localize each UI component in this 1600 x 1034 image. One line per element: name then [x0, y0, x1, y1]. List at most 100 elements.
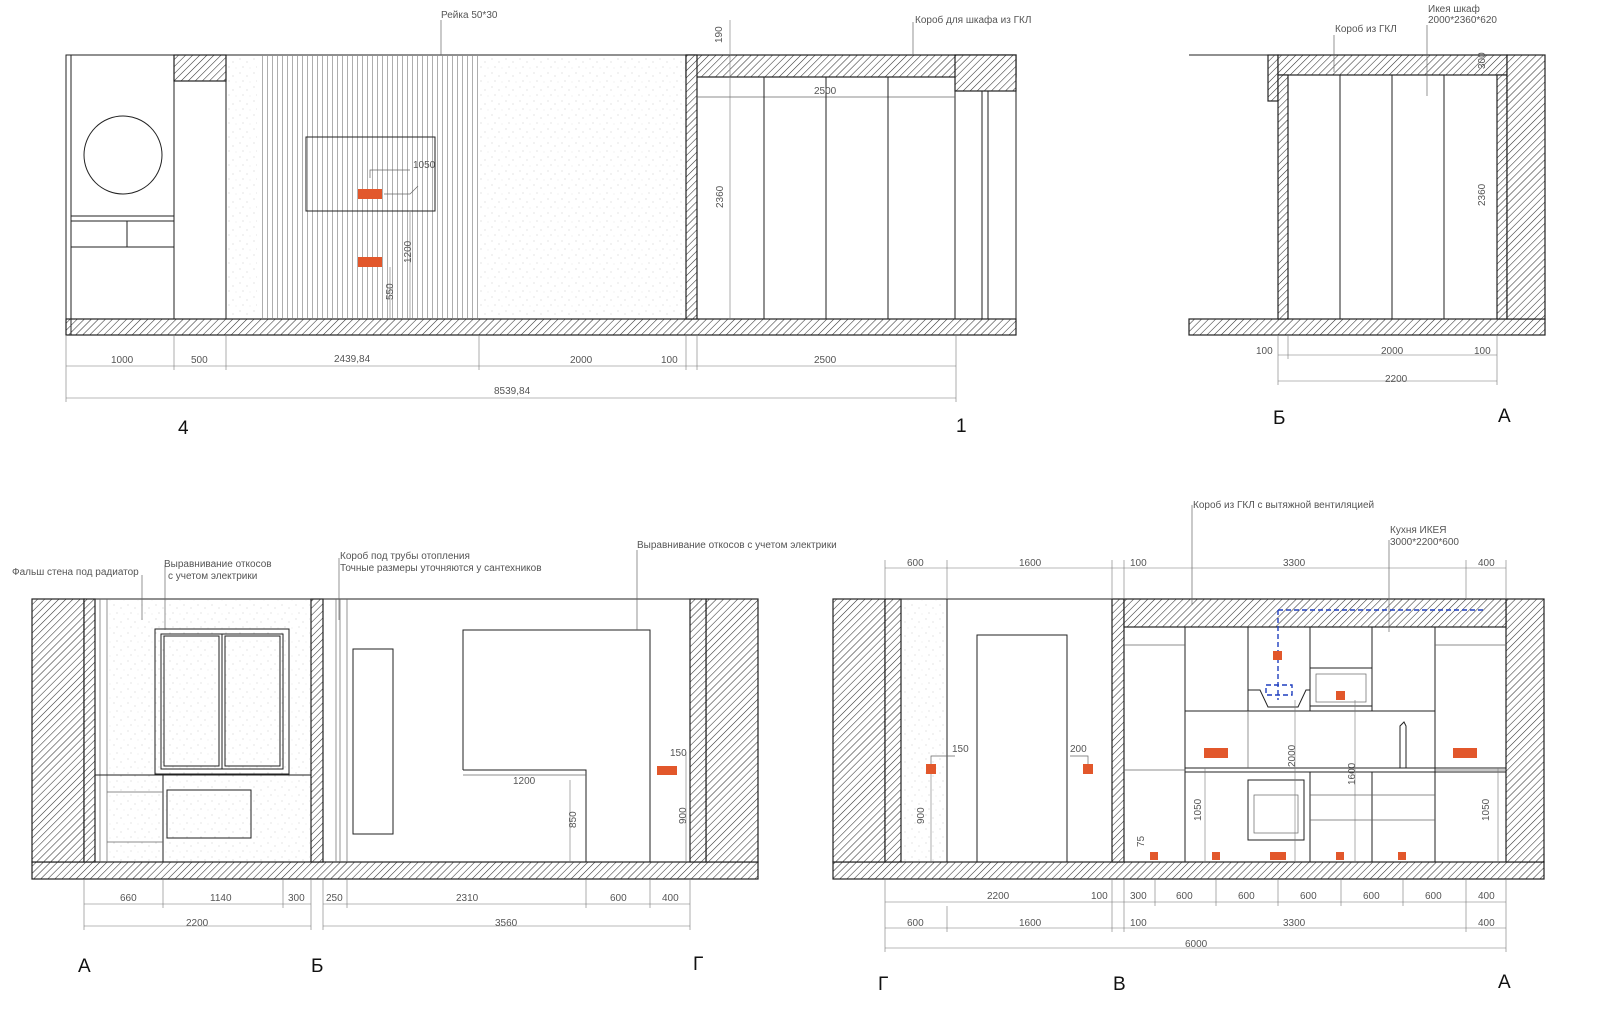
dim-2200: 2200	[987, 891, 1010, 902]
tv-screen	[305, 136, 436, 212]
note-ikea-size: 2000*2360*620	[1428, 15, 1497, 26]
vanity-drawers	[70, 220, 175, 248]
wood-slat-panel	[258, 56, 478, 318]
dim-900: 900	[678, 807, 689, 824]
note-align-2: с учетом электрики	[168, 571, 257, 582]
dim-1050: 1050	[413, 160, 436, 171]
dim-100-left: 100	[1256, 346, 1273, 357]
socket-floor	[1398, 852, 1406, 860]
range-hood	[1248, 689, 1310, 708]
window	[154, 628, 290, 775]
socket-counter-right	[1453, 748, 1477, 758]
dim-top-600: 600	[907, 558, 924, 569]
plaster-strip	[227, 56, 257, 318]
dim-1050-left: 1050	[1193, 798, 1204, 821]
dim-chain-400: 400	[1478, 918, 1495, 929]
dim-400: 400	[1478, 891, 1495, 902]
socket-floor	[1212, 852, 1220, 860]
microwave	[1309, 667, 1373, 707]
dim-600: 600	[610, 893, 627, 904]
note-kitchen: Кухня ИКЕЯ	[1390, 525, 1446, 536]
elevation-bottom-right: Короб из ГКЛ с вытяжной вентиляцией Кухн…	[832, 499, 1545, 995]
dim-600-2: 600	[1238, 891, 1255, 902]
dim-2500: 2500	[814, 355, 837, 366]
dim-1600: 1600	[1347, 762, 1358, 785]
socket-hood	[1273, 651, 1282, 660]
note-gkl-box: Короб из ГКЛ	[1335, 23, 1397, 35]
dim-2360: 2360	[715, 185, 726, 208]
section-mark-b: Б	[1273, 408, 1285, 429]
section-mark-a: А	[1498, 406, 1511, 427]
door	[976, 634, 1068, 863]
dim-chain-600: 600	[907, 918, 924, 929]
note-false-wall: Фальш стена под радиатор	[12, 567, 139, 578]
dim-600-5: 600	[1425, 891, 1442, 902]
section-mark-a: А	[78, 956, 91, 977]
dim-75: 75	[1136, 835, 1147, 847]
gkl-vent-box	[1123, 598, 1507, 628]
dim-1000: 1000	[111, 355, 134, 366]
socket-floor	[1270, 852, 1286, 860]
dim-300: 300	[288, 893, 305, 904]
dim-250: 250	[326, 893, 343, 904]
section-mark-1: 1	[956, 416, 967, 437]
dim-2200: 2200	[1385, 374, 1408, 385]
section-mark-g: Г	[878, 974, 888, 995]
dim-550: 550	[385, 283, 396, 300]
dim-300: 300	[1130, 891, 1147, 902]
dim-2000: 2000	[1381, 346, 1404, 357]
socket-wall	[358, 257, 382, 267]
dim-chain-100: 100	[1130, 918, 1147, 929]
dim-3560: 3560	[495, 918, 518, 929]
floor-slab	[31, 861, 759, 880]
dim-1050-right: 1050	[1481, 798, 1492, 821]
socket-counter-left	[1204, 748, 1228, 758]
elevation-bottom-left: Фальш стена под радиатор Выравнивание от…	[12, 540, 837, 977]
floor-slab	[1188, 318, 1546, 336]
floor-slab	[832, 861, 1545, 880]
dim-2360: 2360	[1477, 183, 1488, 206]
dim-150: 150	[952, 744, 969, 755]
section-mark-v: В	[1113, 974, 1126, 995]
dim-600-1: 600	[1176, 891, 1193, 902]
dim-2439: 2439,84	[334, 354, 371, 365]
socket-floor	[1150, 852, 1158, 860]
dim-900: 900	[916, 807, 927, 824]
door-opening	[462, 629, 651, 862]
dim-300: 300	[1477, 52, 1488, 69]
gkl-box	[1277, 54, 1508, 76]
dim-850: 850	[568, 811, 579, 828]
dim-100-right: 100	[1474, 346, 1491, 357]
dim-chain-3300: 3300	[1283, 918, 1306, 929]
elevation-top-left: Рейка 50*30 Короб для шкафа из ГКЛ 190 2…	[65, 10, 1031, 439]
section-mark-a: А	[1498, 972, 1511, 993]
radiator-panel	[166, 789, 252, 839]
dim-top-100: 100	[1130, 558, 1147, 569]
radiator-vertical	[352, 648, 394, 835]
note-align-electrics: Выравнивание откосов с учетом электрики	[637, 540, 837, 551]
dim-660: 660	[120, 893, 137, 904]
note-gkl-box: Короб для шкафа из ГКЛ	[915, 14, 1031, 26]
ceiling-box	[173, 54, 227, 82]
section-mark-4: 4	[178, 418, 189, 439]
dim-2200: 2200	[186, 918, 209, 929]
dim-top-3300: 3300	[1283, 558, 1306, 569]
dim-600-4: 600	[1363, 891, 1380, 902]
dim-100: 100	[1091, 891, 1108, 902]
socket-tv	[358, 189, 382, 199]
dim-chain-1600: 1600	[1019, 918, 1042, 929]
dim-100: 100	[661, 355, 678, 366]
floor-slab	[65, 318, 1017, 336]
dim-600-3: 600	[1300, 891, 1317, 902]
dim-200: 200	[1070, 744, 1087, 755]
note-align-1: Выравнивание откосов	[164, 559, 272, 570]
section-mark-b: Б	[311, 956, 323, 977]
dim-top-400: 400	[1478, 558, 1495, 569]
socket	[926, 764, 936, 774]
socket-microwave	[1336, 691, 1345, 700]
dim-1200: 1200	[403, 240, 414, 263]
note-rail: Рейка 50*30	[441, 10, 498, 21]
dim-150: 150	[670, 748, 687, 759]
dim-2310: 2310	[456, 893, 479, 904]
socket	[1083, 764, 1093, 774]
